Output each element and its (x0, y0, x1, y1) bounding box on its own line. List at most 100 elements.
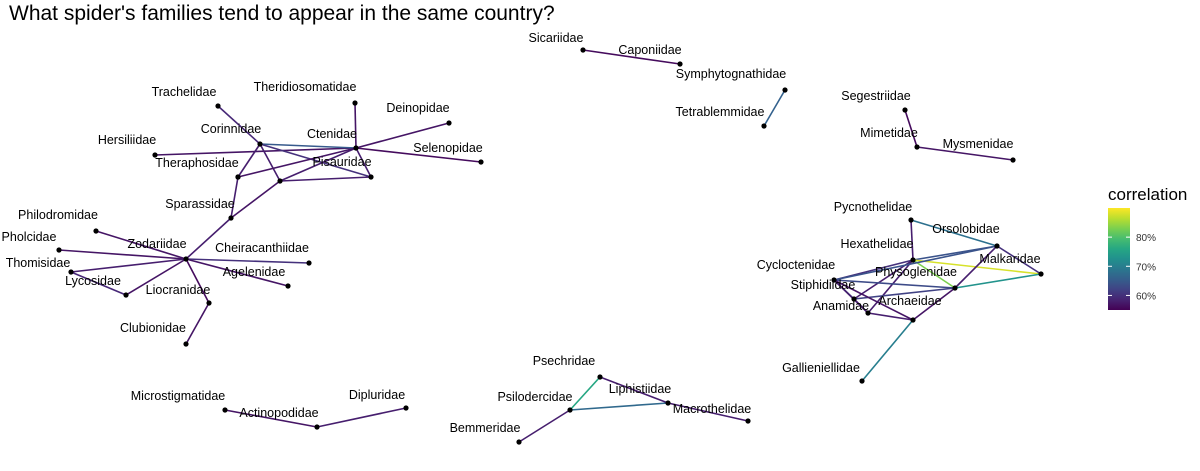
edge-pycnothelidae-hexathelidae (910, 219, 914, 261)
node-sparassidae (228, 215, 234, 221)
node-pycnothelidae (908, 217, 914, 223)
edge-cheiracanthiidae-zodariidae (185, 258, 310, 264)
node-label-caponiidae: Caponiidae (618, 43, 681, 57)
edge-lycosidae-zodariidae (125, 258, 187, 296)
edge-hexathelidae-anamidae (867, 259, 914, 314)
node-actinopodidae (314, 424, 320, 430)
node-label-microstigmatidae: Microstigmatidae (131, 389, 226, 403)
node-label-sicariidae: Sicariidae (529, 31, 584, 45)
node-ctenidae (353, 145, 359, 151)
node-label-pycnothelidae: Pycnothelidae (834, 200, 913, 214)
edge-selenopidae-ctenidae (355, 147, 482, 163)
edge-orsolobidae-malkaridae (996, 245, 1042, 275)
edge-sparassidae-zodariidae (185, 217, 232, 260)
node-label-hexathelidae: Hexathelidae (841, 237, 914, 251)
edge-actinopodidae-dipluridae (316, 407, 407, 428)
node-label-deinopidae: Deinopidae (386, 101, 449, 115)
node-gallieniellidae (859, 378, 865, 384)
node-label-thomisidae: Thomisidae (6, 256, 71, 270)
page-title: What spider's families tend to appear in… (9, 2, 555, 25)
node-label-anamidae: Anamidae (813, 299, 869, 313)
node-orsolobidae (994, 243, 1000, 249)
node-label-ctenidae: Ctenidae (307, 127, 357, 141)
node-psechridae (597, 374, 603, 380)
node-huba (277, 178, 283, 184)
legend-tick-label: 80% (1136, 233, 1156, 244)
node-label-segestriidae: Segestriidae (841, 89, 911, 103)
legend-colorbar (1108, 208, 1130, 310)
edge-psilodercidae-liphistiidae (569, 402, 669, 411)
edge-pholcidae-zodariidae (58, 249, 187, 260)
legend-title: correlation (1108, 185, 1187, 204)
edge-theridiosomatidae-ctenidae (354, 102, 357, 149)
edge-anamidae-archaeidae (867, 312, 914, 321)
node-label-stiphidiidae: Stiphidiidae (791, 278, 856, 292)
node-liphistiidae (665, 400, 671, 406)
node-mysmenidae (1010, 157, 1016, 163)
node-trachelidae (215, 103, 221, 109)
node-label-sparassidae: Sparassidae (165, 197, 235, 211)
edge-liphistiidae-macrothelidae (667, 402, 749, 422)
node-label-orsolobidae: Orsolobidae (932, 222, 999, 236)
node-lycosidae (123, 292, 129, 298)
node-label-bemmeridae: Bemmeridae (450, 421, 521, 435)
node-deinopidae (446, 120, 452, 126)
node-label-physoglenidae: Physoglenidae (875, 265, 957, 279)
node-clubionidae (183, 341, 189, 347)
edge-malkaridae-physoglenidae (954, 273, 1042, 289)
edge-pycnothelidae-orsolobidae (910, 219, 998, 247)
edge-segestriidae-mimetidae (904, 109, 918, 148)
node-tetrablemmidae (761, 123, 767, 129)
color-legend: correlation 80%70%60% (1108, 185, 1187, 310)
node-label-liphistiidae: Liphistiidae (609, 382, 672, 396)
node-label-pholcidae: Pholcidae (2, 230, 57, 244)
edge-symphytognathidae-tetrablemmidae (763, 89, 786, 127)
node-label-philodromidae: Philodromidae (18, 208, 98, 222)
node-label-hersiliidae: Hersiliidae (98, 133, 156, 147)
node-hexathelidae (910, 257, 916, 263)
node-label-zodariidae: Zodariidae (127, 237, 186, 251)
node-macrothelidae (745, 418, 751, 424)
node-selenopidae (478, 159, 484, 165)
edge-psilodercidae-bemmeridae (518, 409, 571, 443)
node-label-theridiosomatidae: Theridiosomatidae (254, 80, 357, 94)
node-label-psechridae: Psechridae (533, 354, 596, 368)
edge-archaeidae-gallieniellidae (861, 319, 914, 382)
edge-stiphidiidae-anamidae (853, 298, 869, 314)
node-symphytognathidae (782, 87, 788, 93)
edge-sicariidae-caponiidae (582, 49, 681, 65)
edge-ctenidae-huba (279, 147, 357, 182)
node-label-lycosidae: Lycosidae (65, 274, 121, 288)
edge-trachelidae-corinnidae (217, 105, 261, 145)
edge-ctenidae-pisauridae (355, 147, 372, 178)
edge-agelenidae-zodariidae (185, 258, 289, 287)
edge-layer (58, 49, 1042, 443)
node-caponiidae (677, 61, 683, 67)
edge-mimetidae-mysmenidae (916, 146, 1014, 161)
edge-corinnidae-hubb (237, 143, 261, 178)
node-label-cycloctenidae: Cycloctenidae (757, 258, 836, 272)
edge-psechridae-psilodercidae (569, 376, 601, 411)
edge-microstigmatidae-actinopodidae (224, 409, 318, 428)
node-label-tetrablemmidae: Tetrablemmidae (676, 105, 765, 119)
node-label-corinnidae: Corinnidae (201, 122, 262, 136)
node-cycloctenidae (831, 277, 837, 283)
node-mimetidae (914, 144, 920, 150)
node-label-clubionidae: Clubionidae (120, 321, 186, 335)
node-label-theraphosidae: Theraphosidae (155, 156, 238, 170)
edge-hexathelidae-stiphidiidae (853, 259, 914, 300)
node-hersiliidae (152, 152, 158, 158)
node-label-agelenidae: Agelenidae (223, 265, 286, 279)
node-dipluridae (403, 405, 409, 411)
node-pholcidae (56, 247, 62, 253)
node-liocranidae (206, 300, 212, 306)
edge-physoglenidae-archaeidae (912, 287, 956, 321)
node-label-macrothelidae: Macrothelidae (673, 402, 752, 416)
legend-tick-label: 70% (1136, 262, 1156, 273)
edge-orsolobidae-physoglenidae (954, 245, 998, 289)
node-sicariidae (580, 47, 586, 53)
edge-liocranidae-clubionidae (185, 302, 210, 345)
node-hubb (235, 174, 241, 180)
node-corinnidae (257, 141, 263, 147)
node-label-mimetidae: Mimetidae (860, 126, 918, 140)
